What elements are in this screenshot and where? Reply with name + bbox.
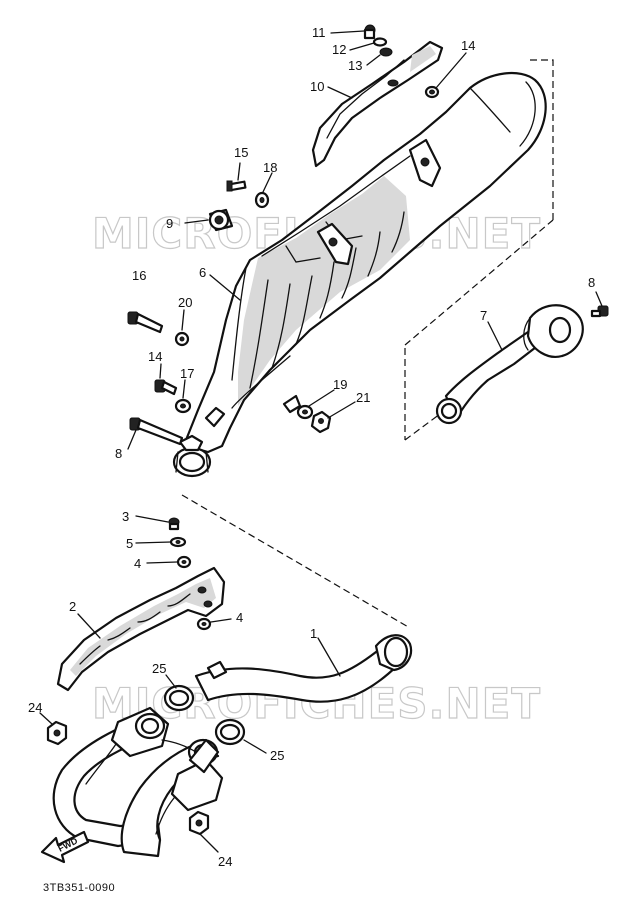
collar-10 (208, 208, 234, 232)
callout-16: 14 (148, 349, 162, 364)
bolt-16 (154, 379, 178, 396)
washer-22 (174, 331, 190, 347)
callout-1: 1 (310, 626, 317, 641)
callout-24-upper: 24 (28, 700, 42, 715)
grommet-15 (424, 85, 440, 99)
grommet-4-upper (176, 555, 192, 569)
callout-17: 15 (234, 145, 248, 160)
callout-4-upper: 4 (134, 556, 141, 571)
boundary-silencer (530, 59, 554, 220)
callout-2: 2 (69, 599, 76, 614)
washer-13 (372, 37, 388, 47)
gasket-25-lower (214, 718, 246, 746)
callout-labels: 11 12 13 14 10 15 18 9 6 16 20 14 17 8 1… (28, 25, 595, 869)
callout-6: 6 (199, 265, 206, 280)
leader-lines (39, 30, 603, 853)
nut-23 (310, 410, 332, 434)
callout-25-lower: 25 (270, 748, 284, 763)
bolt-12 (363, 24, 376, 40)
callout-10: 9 (166, 216, 173, 231)
callout-24-lower: 24 (218, 854, 232, 869)
diagram-code: 3TB351-0090 (43, 882, 115, 894)
silencer-6 (172, 72, 547, 478)
washer-20 (254, 191, 270, 209)
bolt-9 (129, 417, 184, 446)
washer-5 (169, 536, 187, 548)
forward-arrow-icon: FWD (40, 830, 90, 864)
heat-shield-lower (56, 566, 226, 692)
callout-22: 20 (178, 295, 192, 310)
callout-11: 10 (310, 79, 324, 94)
callout-13: 12 (332, 42, 346, 57)
callout-21: 19 (333, 377, 347, 392)
nut-24-lower (188, 810, 210, 836)
callout-14: 13 (348, 58, 362, 73)
callout-4-lower: 4 (236, 610, 243, 625)
callout-20: 18 (263, 160, 277, 175)
callout-18: 16 (132, 268, 146, 283)
bolt-8 (590, 305, 609, 318)
callout-25-upper: 25 (152, 661, 166, 676)
callout-23: 21 (356, 390, 370, 405)
gasket-25-upper (163, 684, 195, 712)
callout-15: 14 (461, 38, 475, 53)
link-pipe-7 (435, 304, 584, 425)
exhaust-pipe-1 (52, 634, 413, 858)
bolt-3 (168, 517, 180, 531)
nut-24-upper (46, 720, 68, 746)
washer-21 (296, 404, 314, 420)
grommet-4-lower (196, 617, 212, 631)
callout-5: 5 (126, 536, 133, 551)
callout-3: 3 (122, 509, 129, 524)
callout-9: 8 (115, 446, 122, 461)
callout-12: 11 (312, 25, 326, 40)
washer-19 (174, 398, 192, 414)
callout-8: 8 (588, 275, 595, 290)
callout-7: 7 (480, 308, 487, 323)
callout-19: 17 (180, 366, 194, 381)
nut-14 (379, 47, 393, 57)
bolt-18 (127, 311, 164, 334)
bolt-17 (226, 180, 247, 192)
heat-shield-upper (311, 40, 444, 168)
